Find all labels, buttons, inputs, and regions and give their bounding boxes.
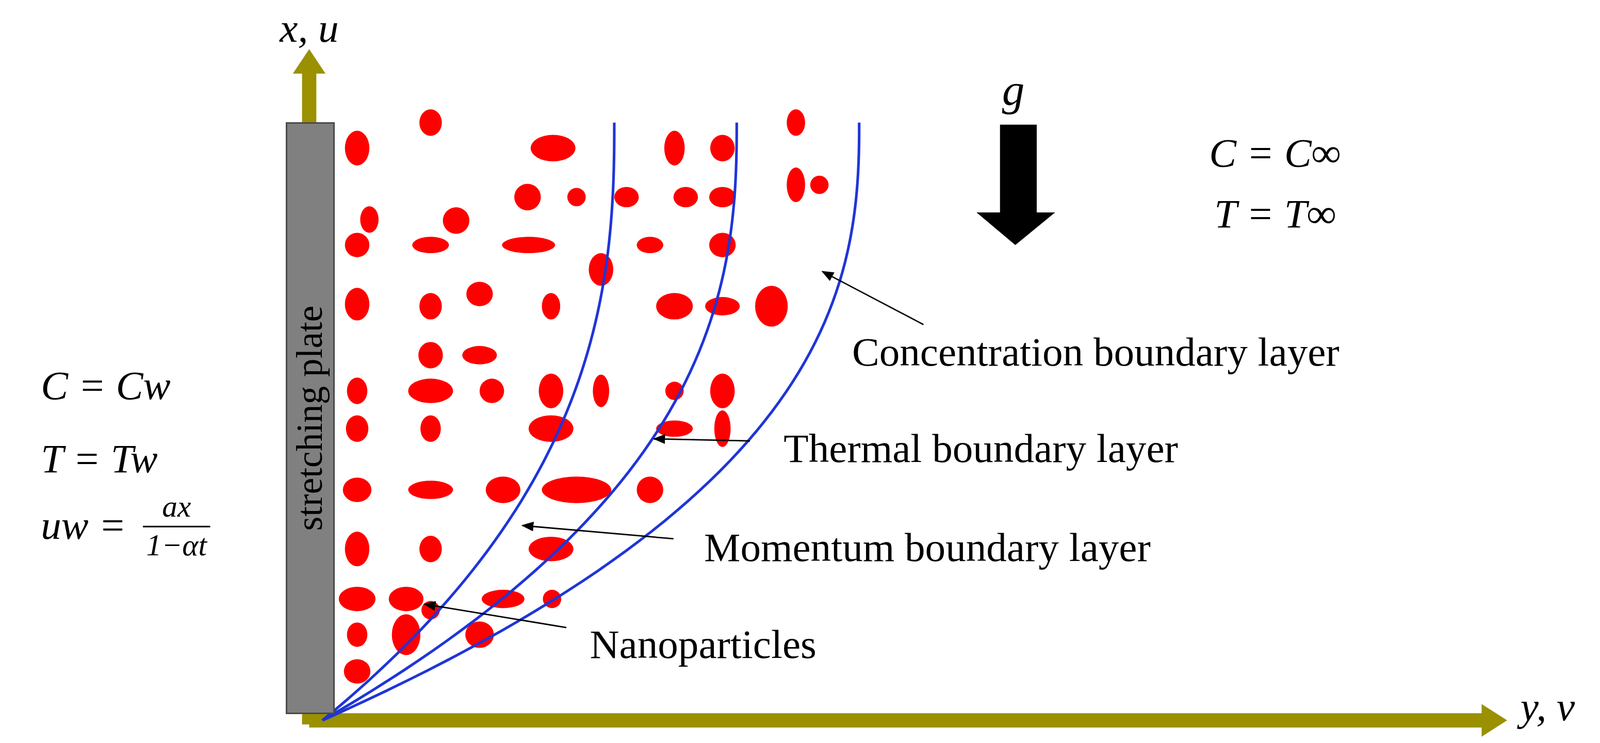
nanoparticle xyxy=(567,187,586,207)
nanoparticle xyxy=(614,186,639,208)
wall-velocity: uw = xyxy=(40,504,127,546)
wall-condition: T = Tw xyxy=(40,438,158,480)
callout-label: Momentum boundary layer xyxy=(704,527,1151,569)
nanoparticle xyxy=(419,109,443,136)
nanoparticle xyxy=(360,206,379,233)
nanoparticle xyxy=(479,378,504,403)
fraction-denominator: 1−αt xyxy=(146,530,207,562)
nanoparticle xyxy=(345,531,370,567)
nanoparticle xyxy=(588,253,613,286)
nanoparticles xyxy=(338,109,829,684)
boundary-layer-curve xyxy=(322,122,615,721)
nanoparticle xyxy=(466,281,493,306)
nanoparticle xyxy=(419,535,443,563)
nanoparticle xyxy=(420,415,442,443)
nanoparticle xyxy=(710,373,735,408)
fraction-bar xyxy=(142,526,211,528)
nanoparticle xyxy=(462,346,497,365)
nanoparticle xyxy=(418,341,443,369)
nanoparticle xyxy=(345,232,370,257)
nanoparticle xyxy=(443,207,470,234)
gravity-arrow xyxy=(976,124,1055,246)
gravity-label: g xyxy=(1002,67,1025,113)
nanoparticle xyxy=(388,586,424,612)
nanoparticle xyxy=(664,131,685,166)
nanoparticle xyxy=(636,476,663,503)
plate-label: stretching plate xyxy=(291,305,329,532)
wall-condition: C = Cw xyxy=(40,365,171,406)
nanoparticle xyxy=(673,186,698,208)
nanoparticle xyxy=(539,373,564,408)
gravity-head xyxy=(976,212,1055,246)
gravity-shaft xyxy=(1000,124,1037,215)
nanoparticle xyxy=(485,476,521,503)
nanoparticle xyxy=(407,378,453,403)
nanoparticle xyxy=(514,183,541,210)
axes xyxy=(292,49,1508,737)
nanoparticle xyxy=(592,374,610,407)
nanoparticle xyxy=(346,415,369,443)
nanoparticle xyxy=(407,480,453,500)
leader-line xyxy=(654,438,750,442)
leader-line xyxy=(822,271,924,325)
nanoparticle xyxy=(656,292,693,320)
nanoparticle xyxy=(755,285,788,327)
boundary-layer-curve xyxy=(322,122,860,721)
nanoparticle xyxy=(419,292,443,320)
nanoparticle xyxy=(709,186,736,208)
axis-label: y, v xyxy=(1520,686,1575,728)
nanoparticle xyxy=(347,377,368,404)
nanoparticle xyxy=(710,135,735,162)
nanoparticle xyxy=(412,236,449,254)
nanoparticle xyxy=(786,109,806,136)
nanoparticle xyxy=(705,297,740,316)
nanoparticle xyxy=(338,586,376,612)
nanoparticle xyxy=(345,287,370,321)
nanoparticle xyxy=(810,175,829,195)
nanoparticle xyxy=(541,292,561,320)
stretching-plate: stretching plate xyxy=(285,122,335,714)
free-stream-condition: T = T∞ xyxy=(1214,193,1336,235)
nanoparticle xyxy=(343,477,372,502)
nanoparticle xyxy=(344,659,371,684)
nanoparticle xyxy=(714,410,731,448)
axis-label: x, u xyxy=(279,8,339,50)
y-axis-head xyxy=(1481,704,1508,737)
x-axis-head xyxy=(292,49,326,74)
callout-label: Concentration boundary layer xyxy=(852,331,1340,373)
boundary-layers xyxy=(322,122,860,721)
nanoparticle xyxy=(541,476,612,503)
leader-line xyxy=(522,525,674,540)
nanoparticle xyxy=(530,135,576,162)
nanoparticle xyxy=(786,167,806,203)
leader-line xyxy=(424,604,567,629)
nanoparticle xyxy=(347,622,368,647)
nanoparticle xyxy=(636,236,663,254)
nanoparticle xyxy=(345,131,370,166)
free-stream-condition: C = C∞ xyxy=(1209,132,1341,174)
nanoparticle xyxy=(709,232,736,257)
nanoparticle xyxy=(501,236,555,254)
callout-label: Nanoparticles xyxy=(589,624,816,666)
y-axis xyxy=(308,713,1485,728)
callout-label: Thermal boundary layer xyxy=(783,428,1179,470)
nanoparticle xyxy=(421,601,440,620)
fraction-numerator: ax xyxy=(161,492,191,523)
nanoparticle xyxy=(528,415,574,443)
